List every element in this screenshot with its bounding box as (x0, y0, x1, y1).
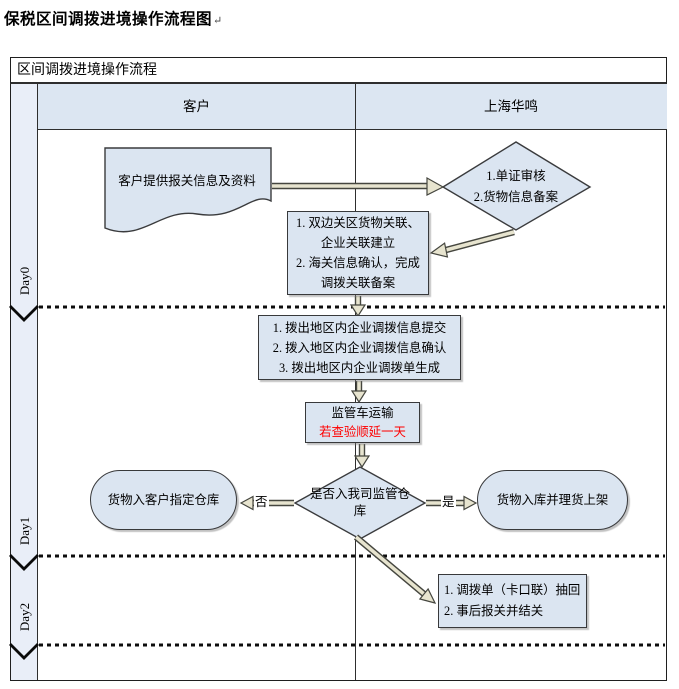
decision-diamond-text: 是否入我司监管仓库 (309, 487, 410, 518)
page-title-text: 保税区间调拨进境操作流程图 (4, 11, 213, 28)
flow-frame-title: 区间调拨进境操作流程 (10, 57, 667, 84)
customer-doc-text: 客户提供报关信息及资料 (118, 174, 256, 188)
day-label-day1: Day1 (17, 516, 32, 546)
transfer-line-3: 3. 拨出地区内企业调拨单生成 (278, 360, 441, 375)
customer-warehouse-text: 货物入客户指定仓库 (107, 493, 220, 507)
review-diamond-text: 1.单证审核 2.货物信息备案 (441, 166, 591, 207)
company-warehouse-text: 货物入库并理货上架 (496, 493, 609, 507)
closing-box: 1. 调拨单（卡口联）抽回 2. 事后报关并结关 (438, 574, 587, 628)
column-header-company: 上海华鸣 (355, 84, 667, 130)
page-title: 保税区间调拨进境操作流程图↵ (4, 7, 223, 29)
column-divider-line (355, 84, 356, 680)
association-line-2: 企业关联建立 (320, 236, 396, 250)
association-box: 1. 双边关区货物关联、 企业关联建立 2. 海关信息确认，完成 调拨关联备案 (287, 211, 429, 295)
transfer-steps-box: 1. 拨出地区内企业调拨信息提交 2. 拨入地区内企业调拨信息确认 3. 拨出地… (258, 315, 461, 380)
day-label-day0: Day0 (17, 266, 32, 296)
association-line-1: 1. 双边关区货物关联、 (296, 216, 420, 230)
review-line-2: 2.货物信息备案 (473, 189, 559, 204)
review-line-1: 1.单证审核 (486, 169, 546, 183)
association-line-4: 调拨关联备案 (320, 276, 396, 290)
transport-main-text: 监管车运输 (331, 406, 394, 420)
association-line-3: 2. 海关信息确认，完成 (296, 256, 420, 270)
customer-warehouse-stadium: 货物入客户指定仓库 (90, 470, 237, 530)
day-label-day2: Day2 (17, 602, 32, 632)
closing-line-1: 1. 调拨单（卡口联）抽回 (444, 583, 581, 597)
column-header-customer: 客户 (38, 84, 355, 130)
branch-label-no: 否 (254, 494, 269, 510)
branch-label-yes: 是 (441, 494, 456, 510)
transfer-line-2: 2. 拨入地区内企业调拨信息确认 (272, 340, 447, 355)
transport-box: 监管车运输 若查验顺延一天 (305, 402, 420, 443)
company-warehouse-stadium: 货物入库并理货上架 (477, 470, 628, 530)
paragraph-mark-icon: ↵ (213, 15, 223, 27)
day-sidebar (11, 84, 38, 680)
transfer-line-1: 1. 拨出地区内企业调拨信息提交 (272, 320, 447, 335)
transport-alert-text: 若查验顺延一天 (319, 424, 406, 439)
closing-line-2: 2. 事后报关并结关 (444, 604, 544, 618)
